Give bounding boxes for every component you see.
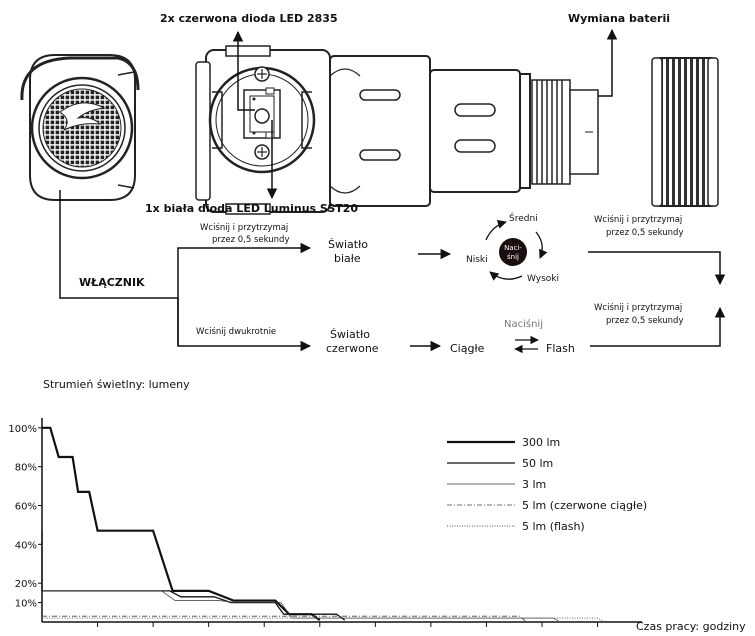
callout-battery-label: Wymiana baterii — [568, 12, 670, 25]
chart-series — [41, 426, 604, 622]
callout-battery: Wymiana baterii — [568, 12, 670, 97]
callout-red-led: 2x czerwona dioda LED 2835 — [160, 12, 338, 111]
flash-label: Flash — [546, 342, 575, 355]
white-light-line1: Światło — [328, 238, 368, 251]
series-line-1 — [41, 530, 346, 621]
runtime-chart: Strumień świetlny: lumeny Czas pracy: go… — [8, 378, 746, 633]
callout-red-led-label: 2x czerwona dioda LED 2835 — [160, 12, 338, 25]
operation-flow: WŁĄCZNIK Wciśnij i przytrzymaj przez 0,5… — [59, 190, 726, 355]
y-tick-label: 40% — [15, 540, 37, 551]
callout-white-led: 1x biała dioda LED Luminus SST20 — [145, 120, 358, 215]
legend-label-2: 3 lm — [522, 478, 546, 491]
y-tick-label: 100% — [8, 424, 37, 435]
series-line-3 — [42, 615, 526, 622]
chart-xlabel: Czas pracy: godziny — [636, 620, 746, 633]
legend-label-4: 5 lm (flash) — [522, 520, 585, 533]
branch-red-arrow — [177, 298, 312, 352]
legend-label-3: 5 lm (czerwone ciągłe) — [522, 499, 647, 512]
red-light-line1: Światło — [330, 328, 370, 341]
press-circle — [499, 238, 527, 266]
legend-label-0: 300 lm — [522, 436, 560, 449]
flashlight-illustration — [20, 45, 719, 215]
mode-cycle: Naci- śnij Średni Niski Wysoki — [466, 212, 559, 284]
callout-battery-arrow — [598, 28, 618, 97]
flashlight-body — [329, 55, 599, 207]
hold-top-line2: przez 0,5 sekundy — [212, 235, 289, 245]
press-circle-line2: śnij — [507, 253, 519, 261]
head-front-view — [20, 54, 140, 201]
steady-label: Ciągłe — [450, 342, 485, 355]
series-line-4 — [42, 617, 604, 622]
chart-x-ticks — [97, 622, 599, 627]
hold-right-bottom-line1: Wciśnij i przytrzymaj — [594, 302, 682, 313]
y-tick-label: 80% — [15, 463, 37, 474]
callout-red-led-arrow — [232, 30, 255, 111]
tail-cap — [651, 57, 719, 207]
y-tick-label: 20% — [15, 579, 37, 590]
press-label: Naciśnij — [504, 318, 543, 330]
thread-section — [531, 79, 571, 185]
hold-right-top-line2: przez 0,5 sekundy — [606, 228, 683, 238]
switch-line — [59, 190, 178, 299]
legend-label-1: 50 lm — [522, 457, 553, 470]
switch-label: WŁĄCZNIK — [79, 276, 145, 289]
cycle-arrow-low-medium — [485, 219, 507, 241]
hold-top-line1: Wciśnij i przytrzymaj — [200, 222, 288, 233]
white-off-arrow — [588, 251, 726, 286]
white-light-line2: białe — [334, 252, 361, 265]
series-line-2 — [42, 590, 559, 622]
series-line-0 — [42, 426, 321, 622]
chart-legend: 300 lm 50 lm 3 lm 5 lm (czerwone ciągłe) 5 l… — [447, 436, 647, 533]
mode-high-label: Wysoki — [527, 274, 559, 284]
hold-right-bottom-line2: przez 0,5 sekundy — [606, 316, 683, 326]
y-tick-label: 10% — [15, 599, 37, 610]
chart-ylabel: Strumień świetlny: lumeny — [43, 378, 190, 391]
cycle-arrow-high-low — [489, 271, 523, 281]
mode-medium-label: Średni — [509, 212, 538, 224]
double-press-label: Wciśnij dwukrotnie — [196, 326, 276, 337]
press-circle-line1: Naci- — [504, 244, 522, 252]
hold-right-top-line1: Wciśnij i przytrzymaj — [594, 214, 682, 225]
chart-y-ticks: 100% 80% 60% 40% 20% 10% — [8, 424, 42, 610]
red-off-arrow — [590, 306, 726, 347]
red-light-line2: czerwone — [326, 342, 379, 355]
callout-white-led-label: 1x biała dioda LED Luminus SST20 — [145, 202, 358, 215]
mode-low-label: Niski — [466, 255, 488, 265]
head-side-view — [195, 45, 331, 215]
y-tick-label: 60% — [15, 501, 37, 512]
cycle-arrow-medium-high — [535, 231, 548, 259]
